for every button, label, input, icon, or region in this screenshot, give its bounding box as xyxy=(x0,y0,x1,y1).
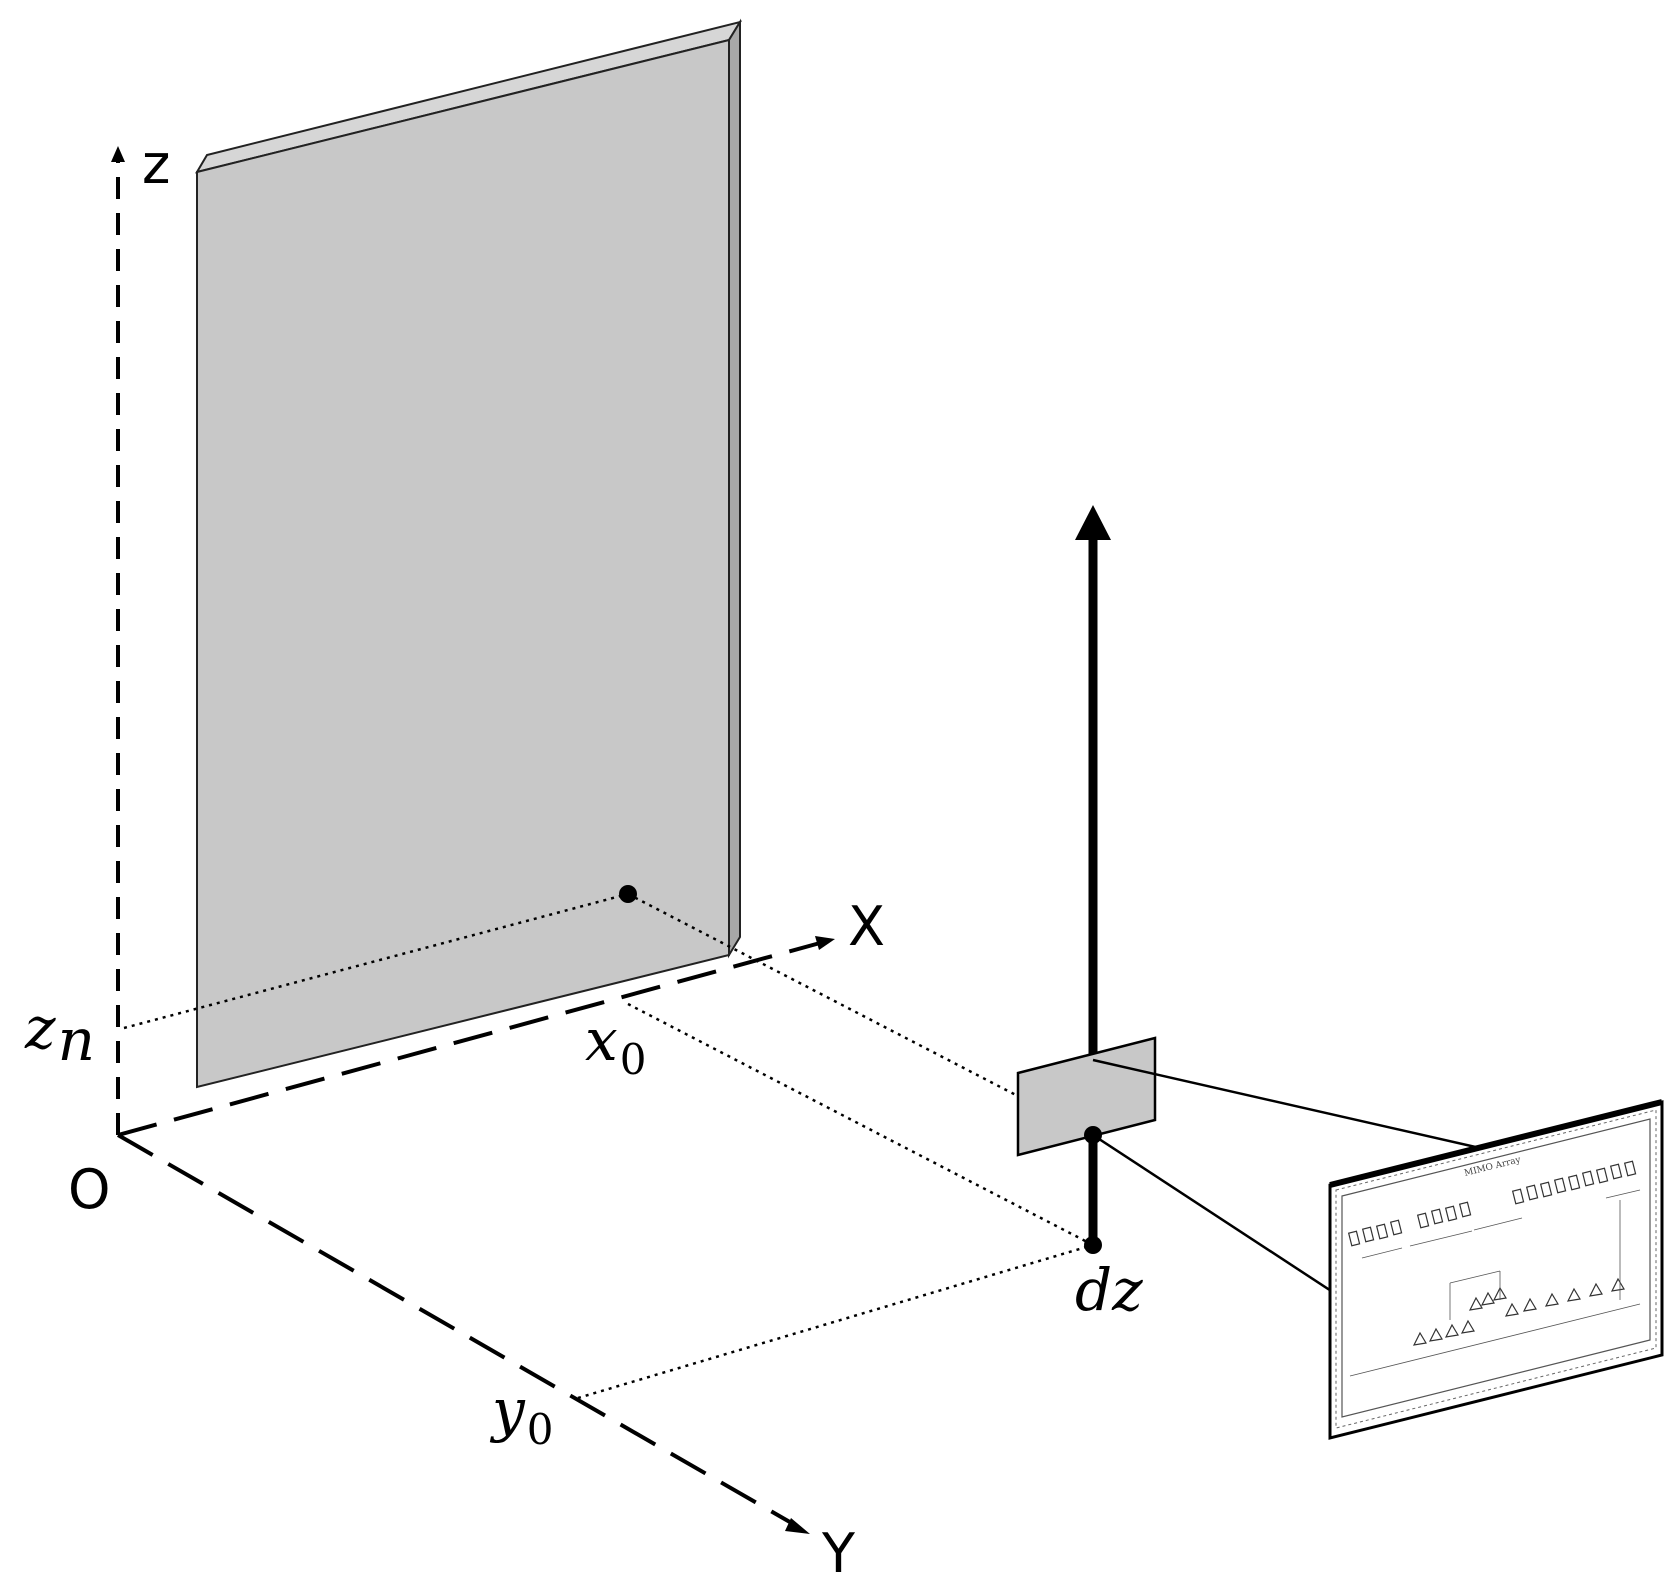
z-axis-arrowhead xyxy=(111,146,125,162)
tx-element xyxy=(1361,1226,1375,1243)
target-point xyxy=(619,885,637,903)
plate xyxy=(194,18,743,1089)
tx-element xyxy=(1623,1160,1637,1177)
inset-dimension-lines xyxy=(1349,1189,1641,1377)
y0-label: y0 xyxy=(489,1376,554,1454)
dimension-line xyxy=(1605,1189,1641,1199)
rx-element xyxy=(1566,1287,1581,1302)
tx-element xyxy=(1347,1230,1361,1247)
dimension-line xyxy=(1409,1230,1473,1247)
rod-base-point xyxy=(1084,1236,1102,1254)
dimension-line xyxy=(1361,1247,1403,1259)
rx-element xyxy=(1428,1327,1443,1342)
tx-element-row xyxy=(1347,1160,1637,1247)
y-axis-label: Y xyxy=(821,1522,856,1582)
dimension-line xyxy=(1449,1270,1501,1284)
tx-element xyxy=(1567,1174,1581,1191)
rx-element xyxy=(1444,1323,1459,1338)
tx-element xyxy=(1525,1184,1539,1201)
x-axis-line xyxy=(117,941,821,1137)
tx-element xyxy=(1458,1201,1472,1218)
zn-label: zn xyxy=(24,994,95,1074)
y0-projection-line xyxy=(577,1243,1094,1400)
inset-top-thick-edge xyxy=(1329,1099,1663,1188)
tx-element xyxy=(1511,1188,1525,1205)
tx-element xyxy=(1553,1177,1567,1194)
rx-element xyxy=(1480,1291,1495,1306)
y-axis-line xyxy=(117,1133,796,1527)
dz-label: dz xyxy=(1075,1256,1143,1324)
rx-element xyxy=(1588,1282,1603,1297)
projection-lines xyxy=(123,892,1094,1400)
rx-element xyxy=(1544,1292,1559,1307)
x0-label: x0 xyxy=(585,1006,646,1084)
tx-element xyxy=(1375,1223,1389,1240)
tx-element xyxy=(1609,1163,1623,1180)
rx-element xyxy=(1522,1297,1537,1312)
tx-element xyxy=(1581,1170,1595,1187)
tx-element xyxy=(1389,1219,1403,1236)
tx-element xyxy=(1539,1181,1553,1198)
rx-element xyxy=(1504,1302,1519,1317)
rx-element xyxy=(1468,1296,1483,1311)
origin-label: O xyxy=(68,1158,111,1221)
y-axis-arrowhead xyxy=(785,1518,810,1534)
z-axis-label: z xyxy=(142,133,170,196)
rx-element xyxy=(1412,1331,1427,1346)
callout-line-top xyxy=(1092,1058,1481,1150)
x-axis-arrowhead xyxy=(815,936,835,950)
inset-inner-border xyxy=(1341,1118,1651,1418)
tx-element xyxy=(1416,1212,1430,1229)
zn-projection-line xyxy=(123,892,629,1030)
x-axis-label: X xyxy=(848,895,885,958)
mimo-array-inset: MIMO Array xyxy=(1328,1099,1664,1440)
rx-element xyxy=(1610,1277,1625,1292)
tx-element xyxy=(1430,1208,1444,1225)
tx-element xyxy=(1444,1205,1458,1222)
tx-element xyxy=(1595,1167,1609,1184)
scan-rod-arrowhead xyxy=(1075,505,1111,540)
dimension-line xyxy=(1349,1303,1641,1377)
rx-element xyxy=(1460,1319,1475,1334)
plate-face xyxy=(196,38,730,1089)
rx-element-row xyxy=(1412,1277,1625,1346)
dimension-line xyxy=(1473,1217,1523,1231)
plate-side-edge xyxy=(728,18,741,959)
